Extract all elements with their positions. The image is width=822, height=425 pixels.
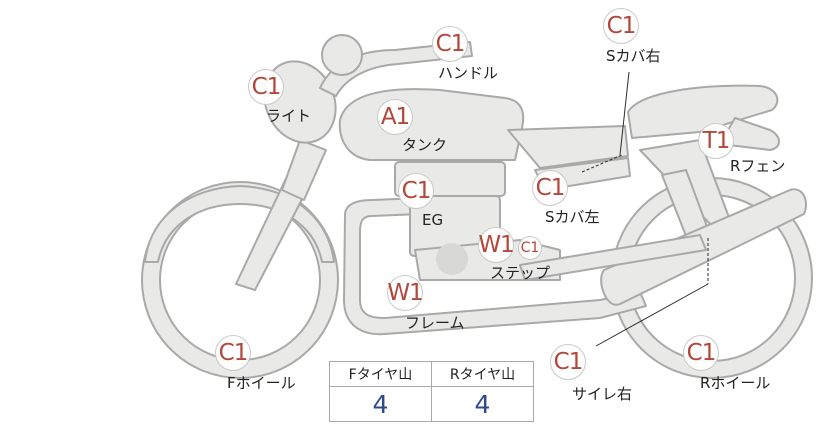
part-label-tank: タンク: [402, 136, 448, 154]
part-label-side-cover-left: Sカバ左: [545, 208, 600, 226]
grade-badge-side-cover-right[interactable]: C1: [603, 8, 639, 44]
part-label-engine: EG: [422, 211, 444, 229]
part-label-rear-wheel: Rホイール: [700, 374, 771, 392]
part-label-front-wheel: Fホイール: [227, 374, 296, 392]
grade-badge-handle[interactable]: C1: [432, 26, 468, 62]
part-label-side-cover-right: Sカバ右: [606, 47, 661, 65]
rear-fender: [719, 117, 780, 151]
seat: [627, 84, 779, 139]
front-tread-value[interactable]: 4: [329, 386, 432, 422]
grade-badge-step-sub[interactable]: C1: [518, 236, 542, 260]
grade-badge-engine[interactable]: C1: [398, 173, 434, 209]
part-label-rear-fender: Rフェン: [730, 157, 786, 175]
part-label-handle: ハンドル: [438, 64, 499, 82]
grade-badge-muffler-right[interactable]: C1: [550, 344, 586, 380]
grade-badge-side-cover-left[interactable]: C1: [532, 170, 568, 206]
side-cover-left: [507, 125, 629, 169]
grade-badge-rear-fender[interactable]: T1: [698, 123, 734, 159]
part-label-frame: フレーム: [405, 314, 465, 332]
part-label-muffler-right: サイレ右: [572, 385, 633, 403]
grade-badge-rear-wheel[interactable]: C1: [683, 335, 719, 371]
tire-tread-table: Fタイヤ山 Rタイヤ山 4 4: [329, 361, 534, 422]
front-tread-header: Fタイヤ山: [329, 361, 432, 387]
frame-loop: [343, 197, 647, 336]
grade-badge-tank[interactable]: A1: [377, 99, 413, 135]
grade-badge-front-wheel[interactable]: C1: [215, 335, 251, 371]
rear-tread-value[interactable]: 4: [431, 386, 534, 422]
part-label-light: ライト: [266, 107, 312, 125]
grade-badge-light[interactable]: C1: [248, 69, 284, 105]
rear-tread-header: Rタイヤ山: [431, 361, 534, 387]
grade-badge-frame[interactable]: W1: [387, 275, 424, 311]
grade-badge-step[interactable]: W1: [478, 227, 515, 263]
part-label-step: ステップ: [490, 264, 551, 282]
